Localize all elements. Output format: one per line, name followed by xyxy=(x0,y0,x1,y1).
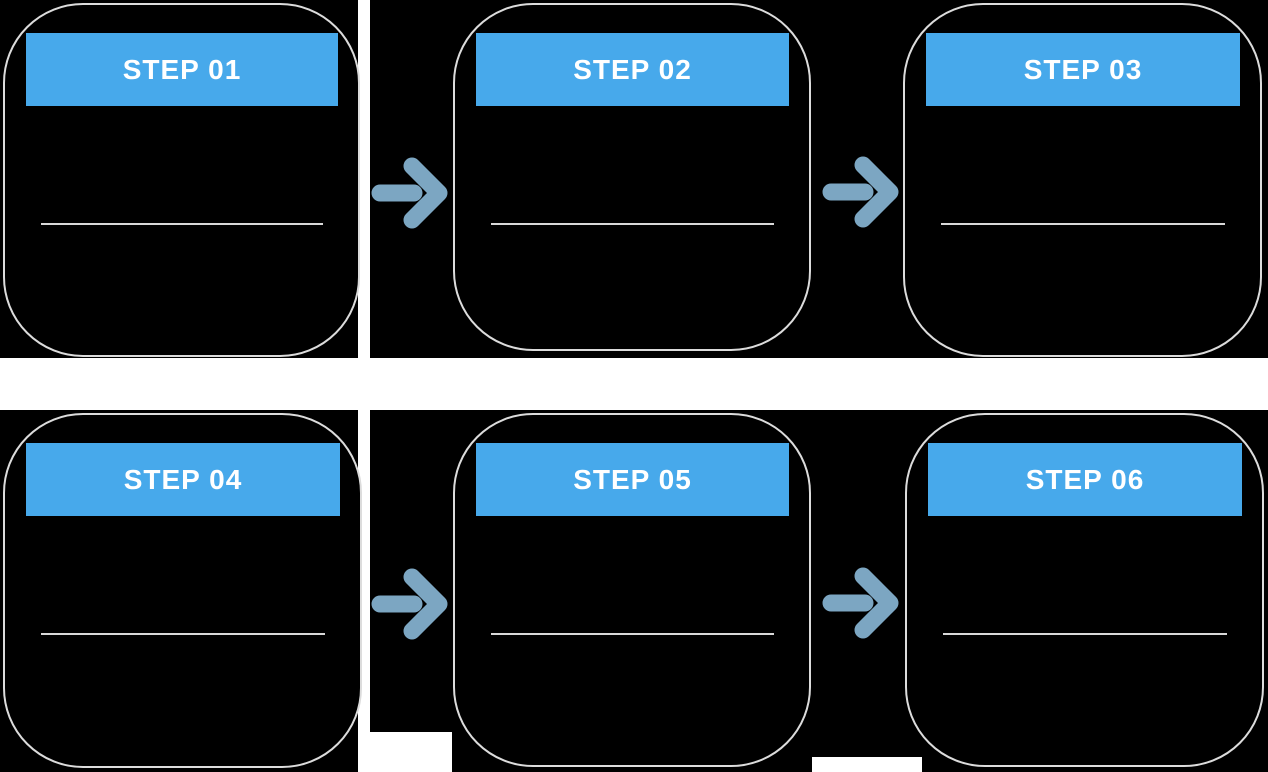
divider-line-3 xyxy=(941,223,1225,225)
step-label-2: STEP 02 xyxy=(573,53,692,85)
step-label-5: STEP 05 xyxy=(573,463,692,495)
step-card-1: STEP 01 xyxy=(3,3,360,357)
right-arrow-icon-4 xyxy=(822,566,899,640)
step-card-5: STEP 05 xyxy=(453,413,811,767)
right-arrow-icon-1 xyxy=(371,156,448,230)
step-header-6: STEP 06 xyxy=(928,443,1242,516)
step-card-4: STEP 04 xyxy=(3,413,362,768)
divider-line-5 xyxy=(491,633,774,635)
right-arrow-icon-2 xyxy=(822,155,899,229)
divider-line-6 xyxy=(943,633,1227,635)
step-header-1: STEP 01 xyxy=(26,33,338,106)
step-card-3: STEP 03 xyxy=(903,3,1262,357)
step-label-3: STEP 03 xyxy=(1023,53,1143,85)
divider-line-1 xyxy=(41,223,323,225)
step-header-3: STEP 03 xyxy=(926,33,1240,106)
divider-line-2 xyxy=(491,223,774,225)
step-header-2: STEP 02 xyxy=(476,33,789,106)
step-label-6: STEP 06 xyxy=(1025,463,1145,495)
step-card-2: STEP 02 xyxy=(453,3,811,351)
step-label-4: STEP 04 xyxy=(123,463,243,495)
step-label-1: STEP 01 xyxy=(122,53,242,85)
step-header-5: STEP 05 xyxy=(476,443,789,516)
step-card-6: STEP 06 xyxy=(905,413,1264,767)
divider-line-4 xyxy=(41,633,325,635)
right-arrow-icon-3 xyxy=(371,567,448,641)
step-header-4: STEP 04 xyxy=(26,443,340,516)
